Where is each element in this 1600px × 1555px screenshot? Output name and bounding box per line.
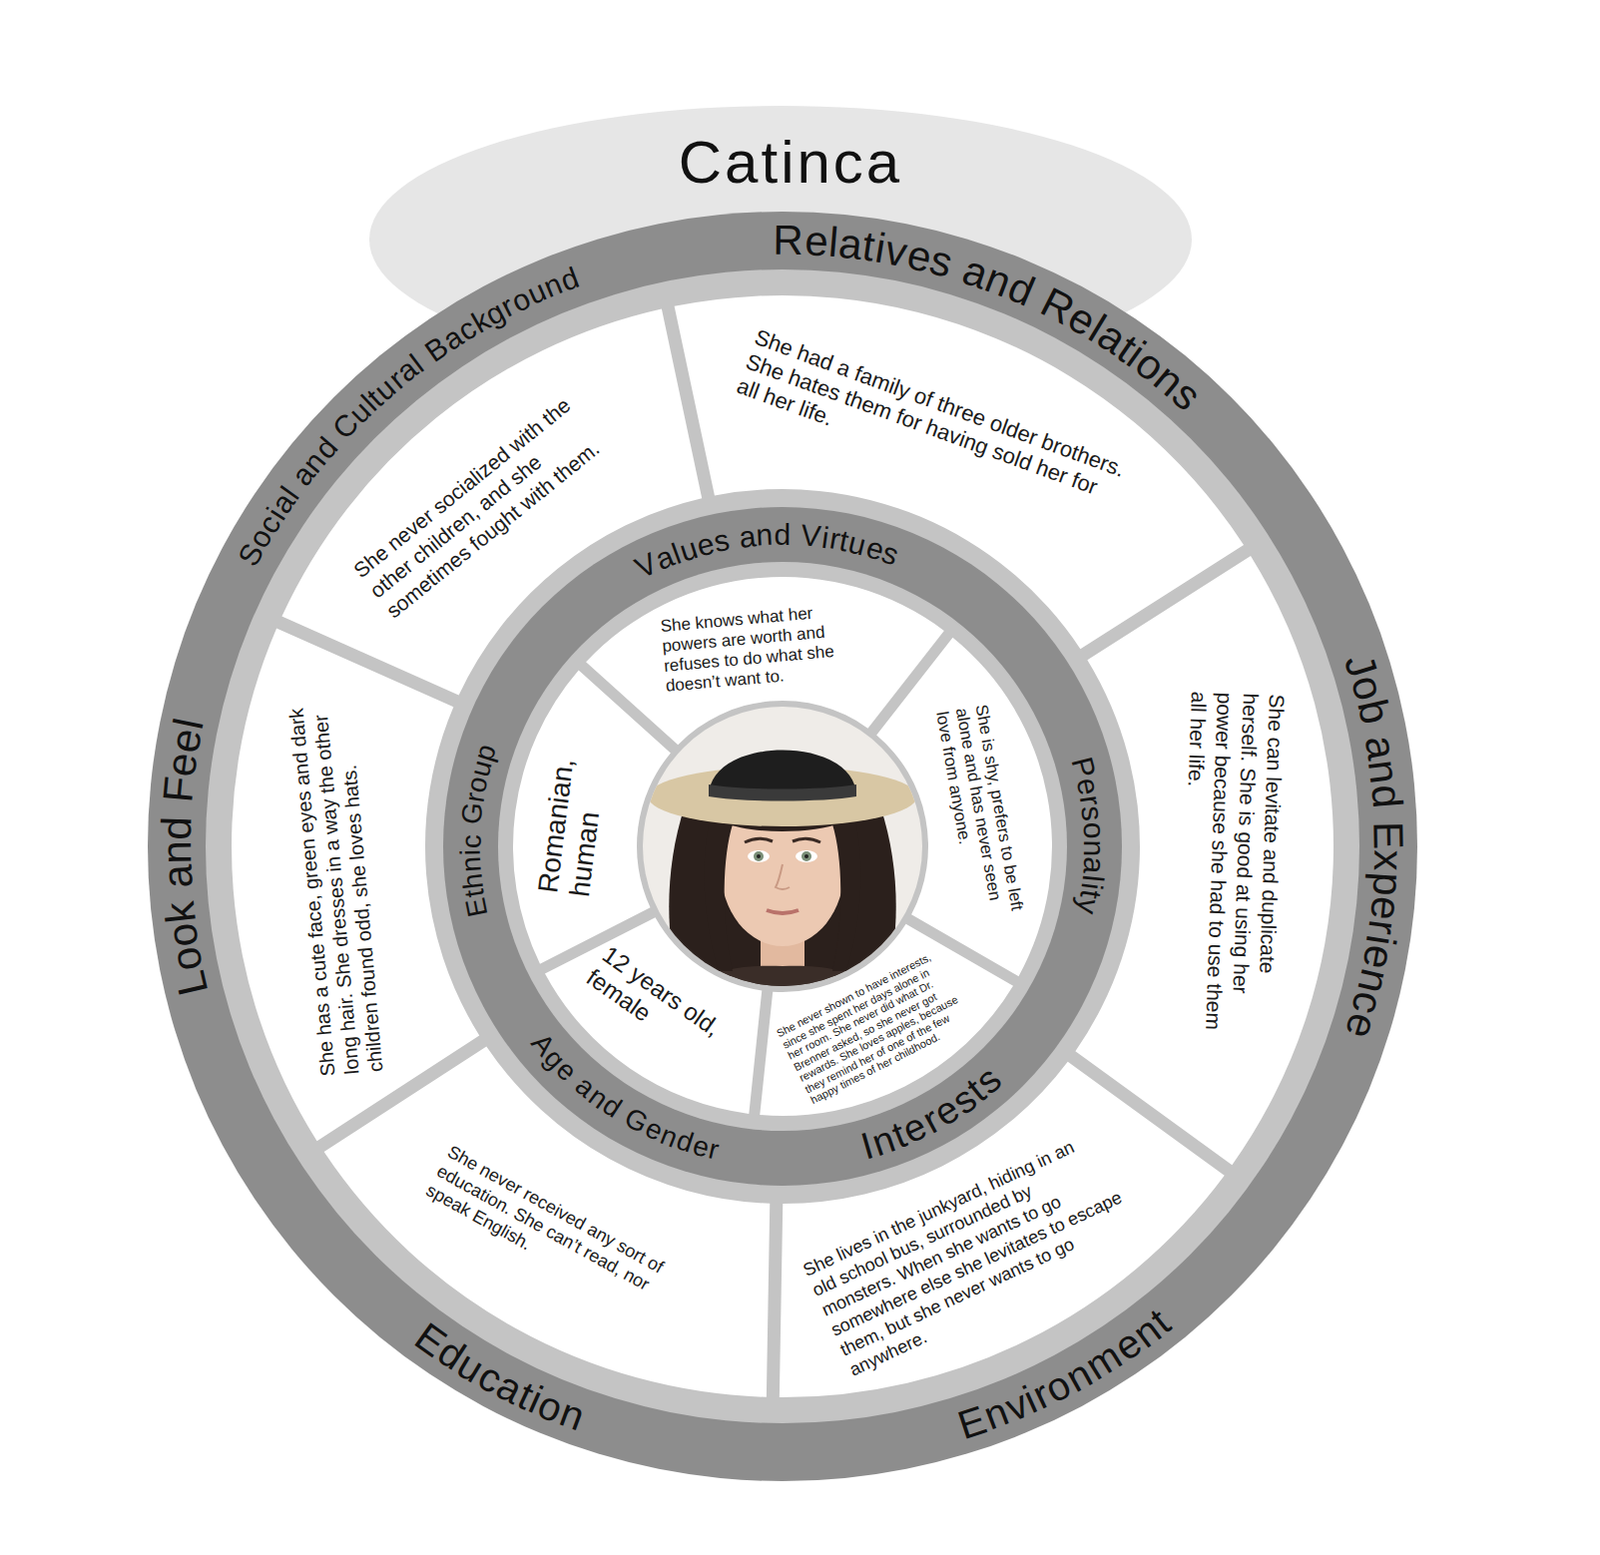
sector-heading: Personality (1065, 748, 1111, 924)
heading-letter: n (755, 520, 775, 551)
photo-mouth (766, 910, 799, 914)
photo-pupil (756, 854, 761, 859)
heading-letter: a (155, 863, 199, 890)
heading-letter: x (1367, 849, 1411, 873)
sector-text: She can levitate and duplicate herself. … (1173, 690, 1290, 1034)
heading-letter: E (1367, 820, 1411, 851)
heading-letter (457, 824, 486, 835)
heading-letter: s (1075, 804, 1108, 824)
sector-node: EnvironmentShe lives in the junkyard, hi… (768, 1054, 1299, 1484)
heading-letter: d (155, 815, 199, 842)
photo-iris (753, 851, 764, 862)
heading-letter: F (156, 774, 201, 805)
heading-letter: d (1364, 782, 1409, 811)
photo-eye (795, 850, 818, 863)
heading-letter: h (458, 871, 489, 892)
heading-letter: p (1365, 870, 1409, 898)
sector-node: Look and FeelShe has a cute face, green … (145, 585, 486, 1195)
heading-letter: n (155, 840, 198, 866)
photo-hair (704, 816, 733, 972)
photo-eye (747, 850, 770, 863)
heading-letter: G (458, 801, 489, 828)
photo-pupil (804, 854, 809, 859)
sector-heading: Look and Feel (152, 701, 217, 1008)
heading-letter: o (1077, 820, 1109, 840)
panel-sector (759, 924, 1014, 1116)
panel-sector (231, 627, 480, 1141)
panel-sector (1074, 555, 1334, 1165)
photo-brow (744, 838, 773, 843)
photo-iris (801, 851, 812, 862)
sector-heading: Job and Experience (1337, 641, 1415, 1051)
inner-band (443, 507, 1122, 1186)
photo-hair (832, 816, 861, 972)
heading-letter: V (799, 520, 824, 552)
photo-nose (775, 864, 790, 890)
photo-brow (792, 838, 821, 843)
heading-letter (1366, 807, 1410, 823)
sector-heading: Ethnic Group (455, 735, 503, 925)
inner-ground (498, 561, 1067, 1131)
outer-band (147, 211, 1418, 1482)
sector-heading: Education (406, 1315, 596, 1439)
panel-sector (544, 917, 762, 1114)
sector-node: InterestsShe never shown to have interes… (744, 917, 1079, 1188)
panel-sector (779, 1062, 1225, 1398)
sector-heading: Values and Virtues (628, 518, 909, 585)
heading-letter: n (1361, 757, 1407, 787)
diagram-title: Catinca (678, 129, 903, 196)
sector-heading: Age and Gender (526, 1028, 729, 1165)
sector-node: Ethnic GroupRomanian, human (441, 616, 677, 1004)
heading-letter: d (773, 520, 792, 550)
heading-letter: c (457, 833, 486, 849)
heading-letter: k (158, 899, 203, 926)
heading-letter: i (457, 848, 486, 857)
panel-sector (513, 669, 671, 964)
heading-letter: n (457, 855, 487, 874)
outer-ground (205, 269, 1360, 1424)
heading-letter: n (1078, 839, 1109, 858)
panel-sector (876, 637, 1053, 978)
heading-letter: e (802, 219, 830, 263)
heading-letter: a (736, 521, 758, 553)
heading-letter: R (772, 219, 805, 262)
sector-node: Age and Gender12 years old, female (478, 910, 770, 1187)
heading-letter: a (1077, 856, 1109, 877)
photo-hat-band (708, 784, 857, 802)
